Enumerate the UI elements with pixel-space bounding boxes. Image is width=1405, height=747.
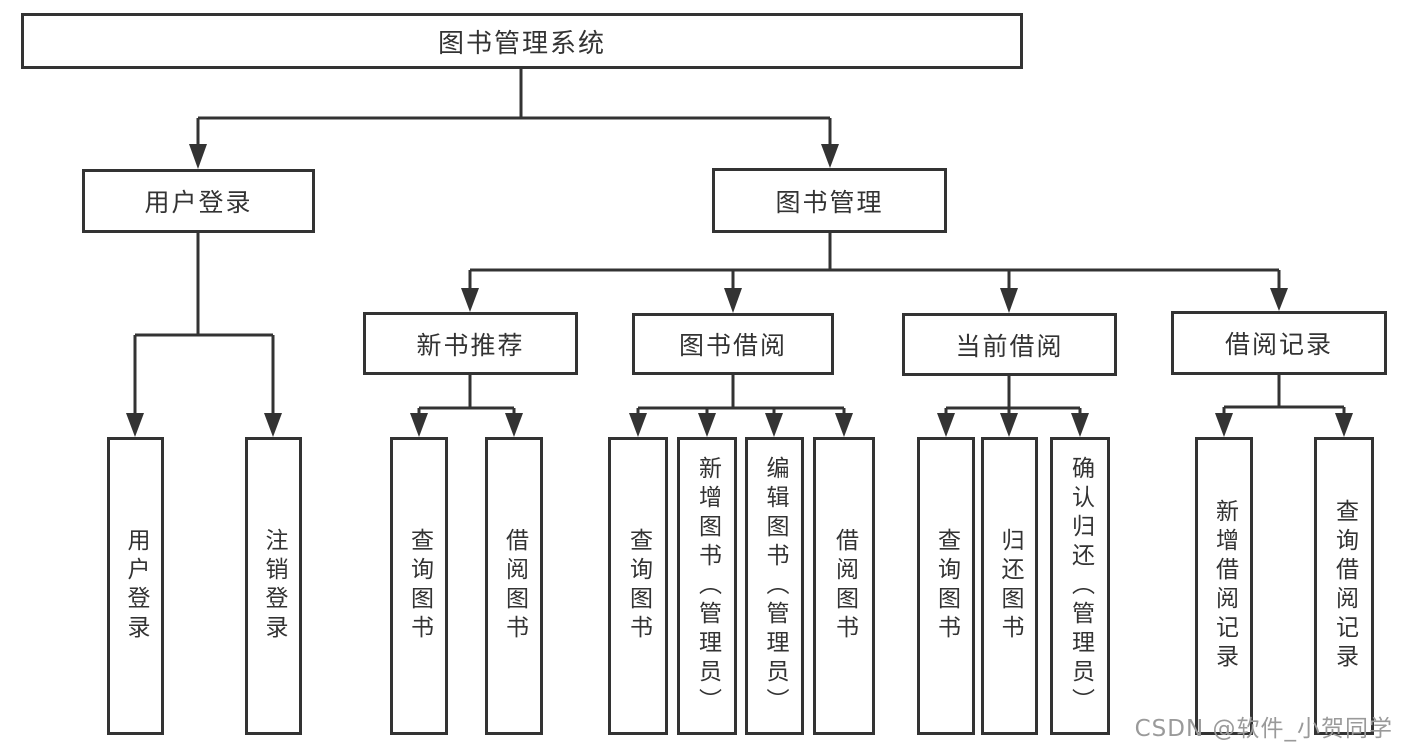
- node-user-login: 用户登录: [82, 169, 315, 233]
- leaf-label: 借阅图书: [501, 528, 528, 644]
- leaf-label: 新增借阅记录: [1211, 499, 1238, 673]
- leaf-label: 查询图书: [625, 528, 652, 644]
- node-leaf-borrow-book: 借阅图书: [813, 437, 875, 735]
- node-leaf-borrow-book-recommend: 借阅图书: [485, 437, 543, 735]
- csdn-watermark: CSDN @软件_小贺同学: [1134, 716, 1393, 742]
- leaf-label: 查询图书: [406, 528, 433, 644]
- leaf-label: 新增图书（管理员）: [694, 455, 721, 717]
- node-leaf-query-borrow-record: 查询借阅记录: [1314, 437, 1374, 735]
- node-new-book-recommend: 新书推荐: [363, 312, 578, 375]
- node-leaf-user-login: 用户登录: [107, 437, 164, 735]
- node-leaf-logout: 注销登录: [245, 437, 302, 735]
- node-library-system: 图书管理系统: [21, 13, 1023, 69]
- leaf-label: 注销登录: [261, 528, 287, 644]
- edge-userlogin-to-children: [133, 233, 275, 415]
- leaf-label: 借阅图书: [831, 528, 858, 644]
- node-leaf-query-book-current: 查询图书: [917, 437, 975, 735]
- node-leaf-return-book: 归还图书: [981, 437, 1038, 735]
- leaf-label: 编辑图书（管理员）: [762, 455, 788, 717]
- leaf-label: 用户登录: [123, 528, 149, 644]
- node-leaf-query-book-recommend: 查询图书: [390, 437, 448, 735]
- edge-borrowrecord-to-children: [1222, 375, 1346, 415]
- leaf-label: 归还图书: [997, 528, 1023, 644]
- edge-currentborrow-to-children: [944, 376, 1082, 415]
- edge-bookborrow-to-children: [636, 375, 846, 415]
- node-leaf-query-book-borrowing: 查询图书: [608, 437, 668, 735]
- node-borrow-records: 借阅记录: [1171, 311, 1387, 375]
- edge-bookmgmt-to-level3: [468, 233, 1281, 290]
- node-book-borrowing: 图书借阅: [632, 313, 834, 375]
- node-leaf-add-book-admin: 新增图书（管理员）: [677, 437, 737, 735]
- edge-newbookrec-to-children: [417, 375, 516, 415]
- leaf-label: 查询图书: [933, 528, 960, 644]
- edge-root-to-level2: [196, 67, 832, 146]
- node-current-borrowing: 当前借阅: [902, 313, 1117, 376]
- node-book-management: 图书管理: [712, 168, 947, 233]
- leaf-label: 确认归还（管理员）: [1067, 455, 1094, 717]
- leaf-label: 查询借阅记录: [1331, 499, 1358, 673]
- node-leaf-edit-book-admin: 编辑图书（管理员）: [745, 437, 804, 735]
- node-leaf-add-borrow-record: 新增借阅记录: [1195, 437, 1253, 735]
- node-leaf-confirm-return-admin: 确认归还（管理员）: [1050, 437, 1110, 735]
